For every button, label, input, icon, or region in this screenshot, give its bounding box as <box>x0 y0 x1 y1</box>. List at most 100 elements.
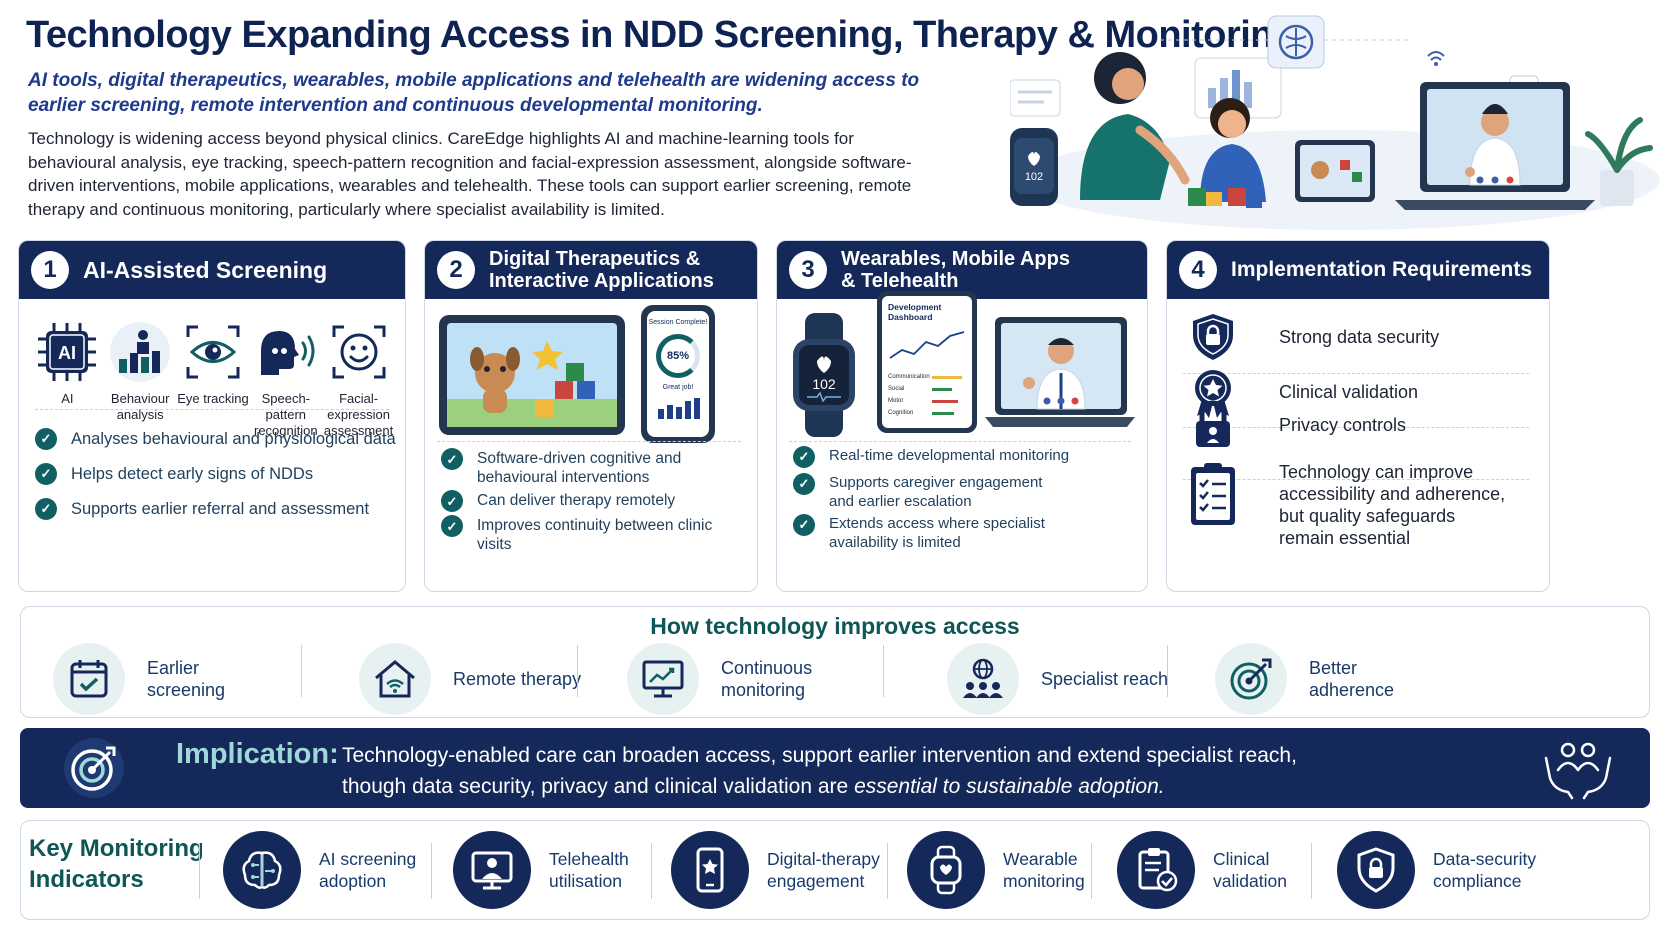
home-wifi-icon <box>375 660 415 698</box>
kpi-strip: Key Monitoring Indicators AI screening a… <box>20 820 1650 920</box>
requirement-text: Strong data security <box>1279 327 1440 347</box>
access-item: Continuous monitoring <box>627 643 851 715</box>
panel-title: Wearables, Mobile Apps & Telehealth <box>841 248 1070 292</box>
brain-circuit-icon <box>242 851 282 889</box>
target-icon <box>1230 658 1272 700</box>
smartwatch-illustration: 102 <box>793 313 855 437</box>
divider <box>883 645 884 697</box>
ai-item: AI AI <box>31 321 104 439</box>
icon-label: Speech-pattern recognition <box>253 391 318 438</box>
panel-wearables-telehealth: 3 Wearables, Mobile Apps & Telehealth 10… <box>776 240 1148 592</box>
implication-label: Implication: <box>176 738 339 770</box>
check-icon: ✓ <box>793 446 815 468</box>
access-item: Better adherence <box>1215 643 1439 715</box>
panel-header: 4 Implementation Requirements <box>1167 241 1549 299</box>
check-text: Analyses behavioural and physiological d… <box>71 430 396 448</box>
check-list: ✓ Real-time developmental monitoring ✓ S… <box>793 446 1133 552</box>
check-icon: ✓ <box>35 428 57 450</box>
check-text: Software-driven cognitive and behavioura… <box>477 450 682 486</box>
implication-text: Technology-enabled care can broaden acce… <box>342 744 1297 798</box>
check-item: ✓ Supports earlier referral and assessme… <box>35 498 396 520</box>
hero-illustration: 102 <box>1010 15 1660 230</box>
icon-label: Facial-expression assessment <box>323 391 394 438</box>
check-text: Supports earlier referral and assessment <box>71 500 370 518</box>
bar-graph-icon <box>658 398 700 419</box>
dashboard-row-label: Cognition <box>888 410 914 416</box>
check-text: Supports caregiver engagement and earlie… <box>829 474 1043 510</box>
panel-number: 2 <box>437 251 475 289</box>
eye-tracking-item: Eye tracking <box>177 321 250 439</box>
great-job-label: Great job! <box>662 384 694 391</box>
award-ribbon-icon <box>1195 370 1231 418</box>
face-icon <box>332 325 386 379</box>
access-item: Remote therapy <box>359 643 583 715</box>
panel-ai-screening: 1 AI-Assisted Screening AI AI <box>18 240 406 592</box>
kpi-label: Digital-therapy engagement <box>767 849 880 891</box>
ai-chip-icon: AI <box>38 323 97 381</box>
check-item: ✓ Real-time developmental monitoring <box>793 446 1133 468</box>
panel-number: 1 <box>31 251 69 289</box>
panel-title: Implementation Requirements <box>1231 258 1533 281</box>
kpi-item: Clinical validation <box>1117 831 1343 909</box>
kpi-item: Telehealth utilisation <box>453 831 679 909</box>
implication-banner: Implication: Technology-enabled care can… <box>20 728 1650 808</box>
panel-title: Digital Therapeutics & Interactive Appli… <box>489 248 714 292</box>
padlock-icon <box>1196 400 1230 447</box>
access-label: Better adherence <box>1309 658 1395 700</box>
panel-header: 1 AI-Assisted Screening <box>19 241 405 299</box>
clipboard-checklist-icon <box>1191 463 1235 525</box>
panel-title: AI-Assisted Screening <box>83 257 328 283</box>
kpi-item: AI screening adoption <box>223 831 449 909</box>
speech-pattern-item: Speech-pattern recognition <box>249 321 322 439</box>
check-item: ✓ Analyses behavioural and physiological… <box>35 428 396 450</box>
check-text: Improves continuity between clinic visit… <box>477 517 713 553</box>
check-list: ✓ Analyses behavioural and physiological… <box>35 428 396 520</box>
check-item: ✓ Helps detect early signs of NDDs <box>35 463 396 485</box>
hero-watch-value: 102 <box>1025 171 1043 183</box>
divider <box>887 843 888 899</box>
check-text: Helps detect early signs of NDDs <box>71 465 314 483</box>
check-item: ✓ Improves continuity between clinic vis… <box>441 515 741 554</box>
check-text: Extends access where specialist availabi… <box>829 515 1045 551</box>
check-text: Can deliver therapy remotely <box>477 492 676 509</box>
progress-percent: 85% <box>666 350 690 362</box>
dashboard-row-label: Social <box>888 386 905 392</box>
session-label: Session Complete! <box>648 319 708 326</box>
kpi-label: AI screening adoption <box>319 849 417 891</box>
check-item: ✓ Can deliver therapy remotely <box>441 490 741 512</box>
development-dashboard-phone: Development Dashboard Communication Soci… <box>877 291 977 433</box>
kpi-item: Wearable monitoring <box>907 831 1133 909</box>
dashboard-row-label: Motor <box>888 398 904 404</box>
check-icon: ✓ <box>35 463 57 485</box>
panel-implementation-requirements: 4 Implementation Requirements Strong dat… <box>1166 240 1550 592</box>
monitor-trend-icon <box>642 660 684 698</box>
watch-value: 102 <box>812 376 836 392</box>
panel-number: 3 <box>789 251 827 289</box>
globe-people-icon <box>963 658 1003 698</box>
behaviour-analysis-icon <box>110 322 171 382</box>
progress-ring: 85% <box>656 334 700 378</box>
check-icon: ✓ <box>441 515 463 537</box>
kpi-title: Key Monitoring Indicators <box>29 835 204 893</box>
smartwatch-heart-icon <box>930 845 962 895</box>
requirement-text: Technology can improve accessibility and… <box>1279 462 1506 548</box>
calendar-check-icon <box>70 660 108 698</box>
intro-paragraph: Technology is widening access beyond phy… <box>28 129 912 219</box>
panel-number: 4 <box>1179 251 1217 289</box>
eye-icon <box>186 325 240 379</box>
divider <box>1311 843 1312 899</box>
trend-line-icon <box>889 331 965 359</box>
divider <box>1183 373 1529 374</box>
dashboard-title: Development Dashboard <box>888 302 942 322</box>
panel-header: 3 Wearables, Mobile Apps & Telehealth <box>777 241 1147 299</box>
shield-lock-icon <box>1193 314 1233 360</box>
panel-header: 2 Digital Therapeutics & Interactive App… <box>425 241 757 299</box>
shield-lock-icon <box>1357 847 1395 893</box>
access-item: Specialist reach <box>947 643 1171 715</box>
access-label: Remote therapy <box>453 669 582 689</box>
behaviour-analysis-item: Behaviour analysis <box>104 321 177 439</box>
requirement-item: Clinical validation <box>1187 366 1529 418</box>
kpi-item: Digital-therapy engagement <box>671 831 897 909</box>
divider <box>431 843 432 899</box>
divider <box>1183 479 1529 480</box>
